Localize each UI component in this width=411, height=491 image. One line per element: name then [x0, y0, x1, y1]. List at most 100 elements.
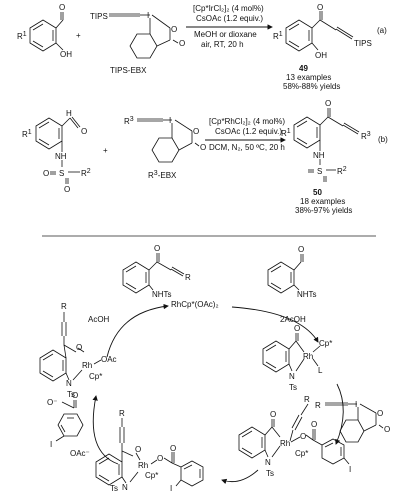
condition-b-line3: DCM, N₂, 50 ºC, 20 h — [209, 143, 285, 152]
plus-sign-b: + — [103, 146, 108, 155]
bottom-ts-label: Ts — [110, 484, 118, 491]
rhodacycle-n-label: N — [289, 372, 295, 381]
cycle-arrow-top-right — [231, 306, 319, 343]
r2-label: R2 — [81, 168, 91, 178]
hydroxyl-label: OH — [60, 50, 72, 59]
right-i-label: I — [349, 465, 351, 474]
condition-b-line2: CsOAc (1.2 equiv.) — [215, 127, 282, 136]
reaction-a-yields: 58%-88% yields — [283, 82, 340, 91]
ebx-iodine-label: I — [355, 400, 357, 409]
minus-2acoh-label: 2AcOH — [280, 315, 306, 324]
condition-a-line4: air, RT, 20 h — [201, 40, 244, 49]
acoh-label: AcOH — [88, 315, 110, 324]
benzoate-structure — [55, 400, 84, 442]
bottom-n-label: N — [122, 483, 128, 491]
sulfonyl-o-bottom: O — [64, 185, 70, 194]
reaction-b-examples: 18 examples — [300, 197, 345, 206]
nh-label: NH — [55, 152, 67, 161]
product-49-tips-label: TIPS — [354, 39, 372, 48]
product-50-r3-label: R3 — [361, 131, 371, 141]
right-n-label: N — [265, 458, 271, 467]
cycle-product-nhts-label: NHTs — [152, 290, 172, 299]
ebx-r-label: R — [315, 401, 321, 410]
right-o3-label: O — [311, 420, 317, 429]
rhodacycle-cp-label: Cp* — [319, 339, 332, 348]
reagent-name-b: R3-EBX — [148, 170, 177, 180]
condition-a-line1: [Cp*IrCl₂]₂ (4 mol%) — [193, 4, 264, 13]
substrate-o-label: O — [298, 245, 304, 254]
left-oac-label: OAc — [101, 355, 117, 364]
bottom-o2-label: O — [157, 454, 163, 463]
product-49-structure — [285, 11, 354, 52]
iodine-label-b: I — [169, 116, 171, 125]
substrate-structure — [267, 254, 304, 294]
ring-oxygen-label-b: O — [193, 127, 199, 136]
r1-label: R1 — [17, 31, 27, 41]
rhodacycle-ts-label: Ts — [289, 383, 297, 392]
r1-label-b: R1 — [22, 129, 32, 139]
catalytic-cycle: O R NHTs RhCp*(OAc)₂ O NHTs 2AcOH AcOH — [39, 244, 390, 491]
right-o2-label: O — [300, 432, 306, 441]
bottom-o-label: O — [135, 445, 141, 454]
compound-49-number: 49 — [299, 64, 308, 73]
tips-label: TIPS — [90, 12, 108, 21]
right-r-label: R — [304, 395, 310, 404]
cycle-product-structure — [122, 253, 185, 294]
product-50-structure — [293, 108, 360, 182]
bottom-r-label: R — [119, 409, 125, 418]
aldehyde-h-label: H — [66, 109, 72, 118]
substrate-nhts-label: NHTs — [297, 290, 317, 299]
reaction-b-yields: 38%-97% yields — [295, 206, 352, 215]
benzoate-i-label: I — [50, 440, 52, 449]
ebx-mechanism-structure — [325, 402, 384, 443]
ebx-ring-o-label: O — [377, 409, 383, 418]
reagent-name-a: TIPS-EBX — [110, 66, 147, 75]
cycle-arrow-right — [335, 383, 344, 445]
right-rh-label: Rh — [280, 439, 290, 448]
product-50-o-label: O — [325, 99, 331, 108]
aldehyde-o-label: O — [59, 3, 65, 12]
carbonyl-oxygen-label: O — [179, 39, 185, 48]
cycle-product-r-label: R — [185, 273, 191, 282]
carbonyl-oxygen-label-b: O — [200, 143, 206, 152]
left-n-label: N — [66, 379, 72, 388]
ebx-carbonyl-o-label: O — [384, 425, 390, 434]
right-o-label: O — [270, 410, 276, 419]
cycle-product-o-label: O — [154, 244, 160, 253]
ring-oxygen-label: O — [171, 25, 177, 34]
left-intermediate-structure — [39, 312, 102, 382]
left-r-label: R — [61, 302, 67, 311]
product-49-o-label: O — [317, 3, 323, 12]
reaction-b: H O NH S O O R2 R1 + R3 I O O R3-EBX [Cp… — [22, 99, 388, 215]
oac-minus-label: OAc⁻ — [70, 449, 90, 458]
aldehyde-o-label-b: O — [81, 127, 87, 136]
bottom-cp-label: Cp* — [145, 471, 158, 480]
rhodacycle-l-label: L — [318, 366, 323, 375]
sulfur-label: S — [59, 169, 64, 178]
benzoate-o-label: O — [72, 391, 78, 400]
product-50-r1-label: R1 — [281, 128, 291, 138]
plus-sign: + — [76, 31, 81, 40]
left-cp-label: Cp* — [89, 372, 102, 381]
cycle-arrow-top-left — [106, 303, 169, 358]
sulfonyl-o-left: O — [43, 169, 49, 178]
reaction-b-label: (b) — [378, 135, 388, 144]
rhodacycle-rh-label: Rh — [303, 352, 313, 361]
left-ts-label: Ts — [67, 390, 75, 399]
cycle-arrow-left — [92, 395, 119, 465]
product-49-oh-label: OH — [315, 51, 327, 60]
benzoate-o-minus-label: O⁻ — [47, 398, 57, 407]
bottom-rh-label: Rh — [138, 461, 148, 470]
product-50-r2-label: R2 — [337, 166, 347, 176]
bottom-i-label: I — [170, 484, 172, 491]
cycle-arrow-bottom — [221, 469, 259, 484]
product-49-r1-label: R1 — [273, 31, 283, 41]
rhodacycle-structure — [262, 333, 321, 373]
left-rh-label: Rh — [82, 361, 92, 370]
catalyst-label: RhCp*(OAc)₂ — [171, 300, 219, 309]
bottom-intermediate-structure — [95, 418, 204, 487]
sulfonamide-aldehyde-structure — [35, 116, 81, 184]
reaction-a-label: (a) — [377, 26, 387, 35]
condition-a-line2: CsOAc (1.2 equiv.) — [196, 14, 263, 23]
